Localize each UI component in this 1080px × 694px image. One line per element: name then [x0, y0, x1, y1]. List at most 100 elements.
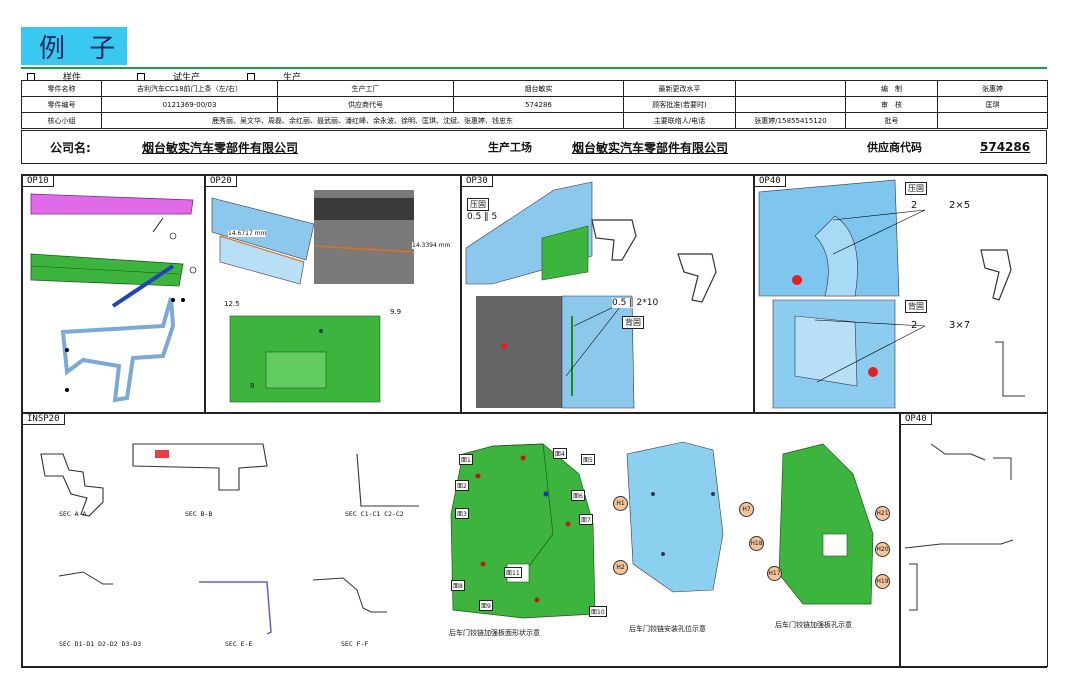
cell-op10: OP10 — [22, 175, 205, 413]
cell-tag: OP40 — [901, 414, 932, 425]
cell-op40-bottom: OP40 — [900, 413, 1048, 667]
op40-top-label1: 压固 — [905, 182, 927, 195]
insp20-tag: 面3 — [455, 508, 469, 519]
op20-dim1: 14.6717 mm — [228, 230, 267, 237]
table-cell: 鹿秀丽、吴文华、周磊、余红丽、聂武丽、潘红峰、余永波、徐明、匡琪、沈斌、张惠婷、… — [101, 112, 624, 129]
table-cell: 零件编号 — [21, 96, 102, 113]
table-cell: 574286 — [453, 96, 624, 113]
op30-weld2-spec: 0.5 ‖ 2*10 — [612, 298, 659, 308]
op40-bottom-diagram — [904, 443, 1014, 611]
cell-tag: OP10 — [23, 176, 54, 187]
op30-weld1-spec: 0.5 ‖ 5 — [467, 212, 498, 222]
table-cell: 顾客批准(若要时) — [623, 96, 736, 113]
stage-production-label: 生产 — [283, 73, 302, 83]
insp20-hole: H2 — [613, 560, 628, 575]
company-label: 公司名: — [50, 140, 91, 155]
insp20-sec-c: SEC C1-C1 C2-C2 — [345, 510, 404, 518]
insp20-tag: 面1 — [459, 454, 473, 465]
insp20-tag: 面11 — [504, 567, 522, 578]
insp20-tag: 面2 — [455, 480, 469, 491]
table-cell: 批号 — [845, 112, 938, 129]
cell-op40-top: OP40 压固 2 2×5 背固 2 3×7 — [754, 175, 1048, 413]
op10-diagram — [30, 193, 197, 403]
op40-top-spec1a: 2 — [911, 200, 918, 211]
table-cell: 吉利汽车CC18前门上条（左/右） — [101, 80, 278, 97]
table-cell: 0121369-00/03 — [101, 96, 278, 113]
supplier-label: 供应商代码 — [867, 141, 922, 154]
insp20-tag: 面9 — [479, 600, 493, 611]
table-cell: 最新更改水平 — [623, 80, 736, 97]
insp20-hole: H1 — [613, 496, 628, 511]
insp20-diagram — [40, 441, 874, 635]
cell-insp20: INSP20 SEC A-A SEC B-B SEC C1-C1 C2-C2 S… — [22, 413, 900, 667]
table-cell — [735, 80, 846, 97]
op40-top-spec2a: 2 — [911, 320, 918, 331]
table-row: 零件编号 0121369-00/03 供应商代号 574286 顾客批准(若要时… — [21, 96, 1048, 113]
table-row: 核心小组 鹿秀丽、吴文华、周磊、余红丽、聂武丽、潘红峰、余永波、徐明、匡琪、沈斌… — [21, 112, 1048, 129]
table-cell — [937, 112, 1048, 129]
insp20-hole: H19 — [875, 574, 890, 589]
top-divider — [21, 67, 1047, 69]
op40-top-spec1b: 2×5 — [949, 200, 971, 211]
table-cell: 供应商代号 — [277, 96, 454, 113]
insp20-tag: 面4 — [553, 448, 567, 459]
plant-name: 烟台敏实汽车零部件有限公司 — [572, 140, 729, 155]
op20-val-a: 12.5 — [224, 300, 240, 308]
cell-tag: INSP20 — [23, 414, 65, 425]
op30-weld1-label: 压固 — [467, 198, 489, 211]
op40-top-diagram — [758, 179, 1025, 409]
operations-grid: OP10 OP20 14.6717 mm 14.3 — [21, 174, 1048, 668]
insp20-tag: 面6 — [571, 490, 585, 501]
cell-op20: OP20 14.6717 mm 14.3394 mm 12.5 9.9 8 — [205, 175, 461, 413]
company-row: 公司名: 烟台敏实汽车零部件有限公司 生产工场 烟台敏实汽车零部件有限公司 供应… — [21, 130, 1047, 164]
insp20-sec-b: SEC B-B — [185, 510, 213, 518]
op40-top-spec2b: 3×7 — [949, 320, 971, 331]
insp20-tag: 面10 — [589, 606, 607, 617]
insp20-sec-a: SEC A-A — [59, 510, 87, 518]
cell-tag: OP30 — [462, 176, 493, 187]
table-row: 零件名称 吉利汽车CC18前门上条（左/右） 生产工厂 烟台敏实 最新更改水平 … — [21, 80, 1048, 97]
insp20-tag: 面5 — [581, 454, 595, 465]
table-cell: 核心小组 — [21, 112, 102, 129]
table-cell: 主要联络人/电话 — [623, 112, 736, 129]
table-cell: 编 制 — [845, 80, 938, 97]
table-cell: 张惠婷/15855415120 — [735, 112, 846, 129]
insp20-hole: H20 — [875, 542, 890, 557]
insp20-caption-2: 后车门铰链安装孔位示意 — [629, 625, 706, 633]
op30-diagram — [465, 181, 717, 409]
insp20-sec-d: SEC D1-D1 D2-D2 D3-D3 — [59, 640, 142, 648]
op40-top-label2: 背固 — [905, 300, 927, 313]
table-cell: 审 核 — [845, 96, 938, 113]
op20-val-c: 8 — [250, 382, 255, 390]
op20-val-b: 9.9 — [390, 308, 402, 316]
insp20-hole: H21 — [875, 506, 890, 521]
info-table: 零件名称 吉利汽车CC18前门上条（左/右） 生产工厂 烟台敏实 最新更改水平 … — [21, 80, 1048, 129]
supplier-code: 574286 — [980, 140, 1031, 154]
insp20-hole: H18 — [749, 536, 764, 551]
op30-weld2-label: 背固 — [622, 316, 644, 329]
cell-tag: OP20 — [206, 176, 237, 187]
cell-op30: OP30 压固 0.5 ‖ 5 0.5 ‖ 2*10 背固 — [461, 175, 754, 413]
page-title: 例 子 — [21, 27, 127, 65]
table-cell — [735, 96, 846, 113]
op20-diagram — [211, 190, 415, 403]
insp20-tag: 面7 — [579, 514, 593, 525]
insp20-hole: H7 — [739, 502, 754, 517]
insp20-caption-3: 后车门铰链加强板孔示意 — [775, 621, 852, 629]
table-cell: 匡琪 — [937, 96, 1048, 113]
plant-label: 生产工场 — [488, 141, 532, 154]
company-name: 烟台敏实汽车零部件有限公司 — [142, 140, 299, 155]
table-cell: 烟台敏实 — [453, 80, 624, 97]
insp20-sec-f: SEC F-F — [341, 640, 369, 648]
table-cell: 零件名称 — [21, 80, 102, 97]
stage-sample-label: 样件 — [63, 73, 82, 83]
cell-tag: OP40 — [755, 176, 786, 187]
insp20-sec-e: SEC E-E — [225, 640, 253, 648]
op20-dim2: 14.3394 mm — [412, 242, 451, 249]
stage-trial-label: 试生产 — [173, 73, 201, 83]
insp20-caption-1: 后车门铰链加强板面形状示意 — [449, 629, 540, 637]
insp20-tag: 面8 — [451, 580, 465, 591]
table-cell: 生产工厂 — [277, 80, 454, 97]
insp20-hole: H17 — [767, 566, 782, 581]
table-cell: 张惠婷 — [937, 80, 1048, 97]
